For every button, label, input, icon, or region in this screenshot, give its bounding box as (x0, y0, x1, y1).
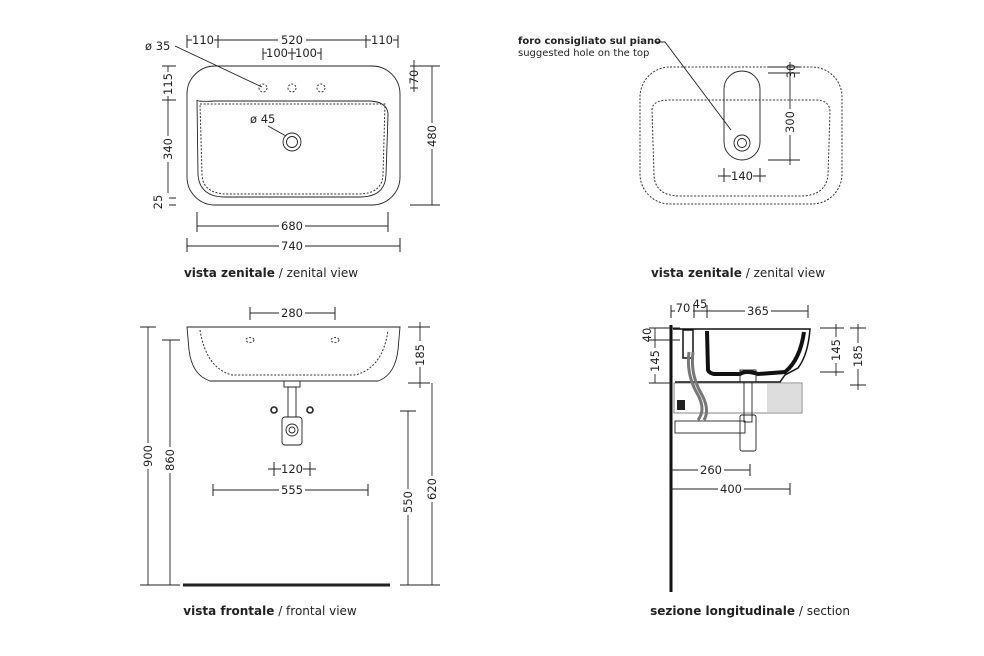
section-view: 70 45 365 40 145 145 185 260 400 sezione… (640, 297, 866, 618)
dim-label: 860 (163, 449, 177, 471)
front-view: 280 185 900 860 120 555 550 620 vista fr… (140, 306, 440, 618)
caption: vista zenitale / zenital view (651, 266, 825, 280)
caption: vista zenitale / zenital view (184, 266, 358, 280)
tap-hole (316, 83, 326, 93)
dim-label: 550 (401, 491, 415, 513)
dim-label: 100 (295, 46, 317, 60)
tap-hole (287, 83, 297, 93)
basin-outline-dotted (639, 66, 843, 205)
drain-pipe (283, 380, 301, 388)
dim-label: 480 (425, 125, 439, 147)
top-view-left: 110 520 110 100 100 ø 35 ø 45 115 340 25… (145, 33, 440, 280)
bottle-trap (281, 416, 303, 446)
dim-label: 140 (731, 169, 753, 183)
dim-label: 260 (700, 463, 722, 477)
bottle-trap (739, 414, 757, 452)
basin-inner (196, 99, 389, 198)
basin-front (186, 326, 401, 382)
supply-valve (306, 406, 314, 414)
dim-label: 45 (693, 297, 708, 311)
top-view-right: foro consigliato sul piano suggested hol… (518, 36, 843, 280)
dim-label: ø 45 (250, 112, 275, 126)
dim-label: 280 (281, 306, 303, 320)
note-english: suggested hole on the top (518, 48, 649, 59)
dim-label: 740 (281, 239, 303, 253)
dim-label: 340 (161, 138, 175, 160)
dim-label: 185 (413, 344, 427, 366)
caption: sezione longitudinale / section (650, 604, 850, 618)
suggested-slot (723, 70, 761, 161)
dim-label: 30 (784, 64, 798, 79)
tap-hole (258, 83, 268, 93)
dim-label: 620 (425, 478, 439, 500)
drain (282, 132, 302, 152)
note-italian: foro consigliato sul piano (518, 36, 661, 47)
drain (733, 134, 751, 152)
dim-label: ø 35 (145, 39, 170, 53)
supply-hose (686, 351, 704, 421)
dim-label: 300 (783, 111, 797, 133)
dim-label: 70 (676, 301, 691, 315)
dim-label: 365 (747, 304, 769, 318)
dim-label: 110 (192, 33, 214, 47)
dim-label: 40 (640, 328, 654, 343)
supply-valve (270, 406, 278, 414)
dim-label: 145 (829, 339, 843, 361)
basin-section (705, 330, 806, 377)
dim-label: 185 (851, 345, 865, 367)
dim-label: 115 (161, 73, 175, 95)
dim-label: 555 (281, 483, 303, 497)
dim-label: 900 (141, 445, 155, 467)
dim-label: 680 (281, 219, 303, 233)
dim-label: 110 (371, 33, 393, 47)
trap-pipe (674, 420, 746, 434)
dim-label: 70 (407, 70, 421, 85)
basin-outline (186, 65, 401, 206)
caption: vista frontale / frontal view (183, 604, 357, 618)
dim-label: 520 (281, 33, 303, 47)
basin-dotted (199, 103, 386, 195)
drain-inner (286, 136, 298, 148)
dim-label: 120 (281, 462, 303, 476)
dim-label: 100 (266, 46, 288, 60)
basin-inner-dotted (651, 99, 831, 197)
dim-label: 400 (720, 482, 742, 496)
dim-label: 145 (648, 350, 662, 372)
dim-label: 25 (151, 195, 165, 210)
